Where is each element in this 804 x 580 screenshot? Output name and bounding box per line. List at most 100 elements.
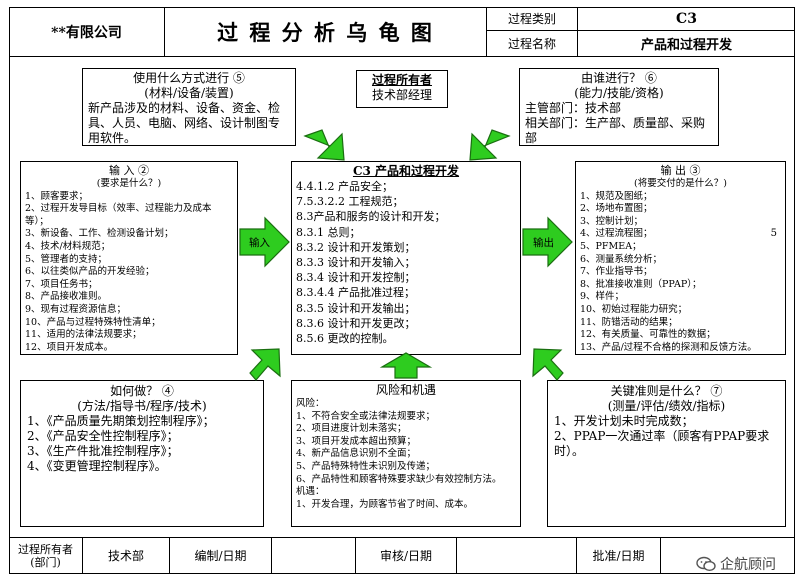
company-name: **有限公司 bbox=[9, 7, 165, 56]
output-item: 3、控制计划； bbox=[580, 215, 644, 227]
footer-prepared-label-text: 编制/日期 bbox=[194, 549, 247, 563]
how-subheading: (方法/指导书/程序/技术) bbox=[77, 399, 207, 413]
risk-item: 6、产品特性和顾客特殊要求缺少有效控制方法。 bbox=[296, 473, 502, 485]
risk-list: 1、不符合安全或法律法规要求；2、项目进度计划未落实；3、项目开发成本超出预算；… bbox=[296, 411, 516, 487]
clause-item: 8.3.6 设计和开发更改； bbox=[296, 316, 416, 330]
output-heading: 输 出 ③ bbox=[660, 164, 701, 177]
owner-box: 过程所有者 技术部经理 bbox=[356, 70, 448, 108]
input-heading: 输 入 ② bbox=[109, 164, 149, 177]
input-item: 9、现有过程资源信息； bbox=[25, 303, 127, 315]
method-heading: 使用什么方式进行 ⑤ bbox=[133, 71, 245, 85]
watermark: 企航顾问 bbox=[696, 554, 776, 574]
header-divider bbox=[9, 56, 795, 57]
footer-approved-label: 批准/日期 bbox=[577, 537, 661, 574]
clause-item: 8.3.3 设计和开发输入； bbox=[296, 256, 416, 270]
page-title: 过 程 分 析 乌 龟 图 bbox=[165, 7, 487, 56]
category-value-text: C3 bbox=[676, 10, 697, 27]
input-item: 2、过程开发导目标（效率、过程能力及成本等）； bbox=[25, 203, 212, 227]
input-item: 6、以往类似产品的开发经验； bbox=[25, 266, 155, 278]
criteria-heading: 关键准则是什么？ ⑦ bbox=[610, 384, 723, 398]
risk-item: 5、产品特殊特性未识别及传递； bbox=[296, 460, 436, 472]
output-stray-number: 5 bbox=[770, 228, 777, 239]
how-list: 1、《产品质量先期策划控制程序》；2、《产品安全性控制程序》；3、《生产件批准控… bbox=[27, 414, 257, 474]
category-label-text: 过程类别 bbox=[507, 12, 556, 26]
clause-item: 7.5.3.2.2 工程规范； bbox=[296, 195, 404, 209]
owner-heading: 过程所有者 bbox=[371, 73, 432, 87]
input-item: 11、适用的法律法规要求； bbox=[25, 329, 142, 341]
risk-heading: 风险和机遇 bbox=[375, 383, 436, 397]
procedure-item: 4、《变更管理控制程序》。 bbox=[27, 459, 167, 473]
watermark-text: 企航顾问 bbox=[720, 557, 776, 573]
clause-item: 8.3.1 总则； bbox=[296, 225, 361, 239]
input-item: 10、产品与过程特殊特性清单； bbox=[25, 316, 161, 328]
criteria-item: 2、PPAP一次通过率（顾客有PPAP要求时）。 bbox=[554, 429, 770, 458]
page-frame bbox=[9, 7, 795, 574]
category-label: 过程类别 bbox=[487, 7, 578, 31]
criteria-item: 1、开发计划未时完成数； bbox=[554, 414, 694, 428]
method-box: 使用什么方式进行 ⑤ (材料/设备/装置) 新产品涉及的材料、设备、资金、检具、… bbox=[82, 68, 296, 146]
clause-item: 4.4.1.2 产品安全； bbox=[296, 180, 393, 193]
output-item: 13、产品/过程不合格的探测和反馈方法。 bbox=[580, 341, 757, 353]
output-item: 2、场地布置图； bbox=[580, 203, 653, 215]
footer-prepared-label: 编制/日期 bbox=[170, 537, 272, 574]
risk-box: 风险和机遇 风险： 1、不符合安全或法律法规要求；2、项目进度计划未落实；3、项… bbox=[291, 380, 521, 527]
who-heading: 由谁进行？ ⑥ bbox=[581, 71, 657, 85]
output-item: 7、作业指导书； bbox=[580, 266, 653, 278]
footer-owner-label: 过程所有者(部门) bbox=[9, 537, 83, 574]
center-box: C3 产品和过程开发 4.4.1.2 产品安全；7.5.3.2.2 工程规范；8… bbox=[291, 161, 521, 355]
procedure-item: 3、《生产件批准控制程序》； bbox=[27, 444, 179, 458]
name-label-text: 过程名称 bbox=[507, 37, 556, 51]
input-item: 7、项目任务书； bbox=[25, 278, 98, 290]
clause-item: 8.3.2 设计和开发策划； bbox=[296, 240, 416, 254]
opportunity-list: 1、开发合理，为顾客节省了时间、成本。 bbox=[296, 499, 516, 512]
footer-owner-label-text: 过程所有者(部门) bbox=[18, 542, 73, 569]
opportunity-item: 1、开发合理，为顾客节省了时间、成本。 bbox=[296, 498, 474, 510]
output-item: 4、过程流程图； bbox=[580, 228, 653, 240]
footer-reviewed-value bbox=[457, 537, 577, 574]
center-heading: C3 产品和过程开发 bbox=[352, 164, 460, 178]
input-item: 4、技术/材料规范； bbox=[25, 240, 111, 252]
opportunity-label: 机遇： bbox=[296, 486, 325, 498]
input-item: 12、项目开发成本。 bbox=[25, 341, 114, 353]
input-item: 3、新设备、工作、检测设备计划； bbox=[25, 228, 174, 240]
input-subheading: (要求是什么？) bbox=[96, 178, 162, 189]
center-list: 4.4.1.2 产品安全； 7.5.3.2.2 工程规范；8.3产品和服务的设计和… bbox=[296, 179, 516, 346]
footer-prepared-value bbox=[272, 537, 356, 574]
company-name-text: **有限公司 bbox=[51, 24, 122, 41]
clause-item: 8.3产品和服务的设计和开发； bbox=[296, 210, 446, 224]
output-item: 5、PFMEA； bbox=[580, 240, 642, 252]
output-box: 输 出 ③ (将要交付的是什么？) 1、规范及图纸；2、场地布置图；3、控制计划… bbox=[575, 161, 786, 355]
clause-item: 8.3.4 设计和开发控制； bbox=[296, 271, 416, 285]
risk-item: 4、新产品信息识别不全面； bbox=[296, 448, 417, 460]
how-box: 如何做？ ④ (方法/指导书/程序/技术) 1、《产品质量先期策划控制程序》；2… bbox=[20, 380, 264, 527]
method-body: 新产品涉及的材料、设备、资金、检具、人员、电脑、网络、设计制图专用软件。 bbox=[88, 101, 281, 145]
footer-owner-value: 技术部 bbox=[83, 537, 170, 574]
footer-reviewed-label-text: 审核/日期 bbox=[379, 549, 433, 563]
clause-item: 8.5.6 更改的控制。 bbox=[296, 332, 394, 346]
footer-owner-value-text: 技术部 bbox=[107, 549, 144, 563]
output-item: 6、测量系统分析； bbox=[580, 253, 663, 265]
how-heading: 如何做？ ④ bbox=[110, 384, 174, 398]
who-box: 由谁进行？ ⑥ (能力/技能/资格) 主管部门：技术部 相关部门：生产部、质量部… bbox=[519, 68, 719, 146]
input-item: 8、产品接收准则。 bbox=[25, 291, 108, 303]
output-subheading: (将要交付的是什么？) bbox=[634, 178, 727, 189]
risk-item: 1、不符合安全或法律法规要求； bbox=[296, 410, 436, 422]
input-item: 1、顾客要求； bbox=[25, 190, 89, 202]
clause-item: 8.3.5 设计和开发输出； bbox=[296, 301, 416, 315]
output-list: 1、规范及图纸；2、场地布置图；3、控制计划；4、过程流程图；5、PFMEA；6… bbox=[580, 191, 781, 355]
risk-label: 风险： bbox=[296, 398, 325, 409]
who-line1: 主管部门：技术部 bbox=[525, 101, 622, 115]
method-subheading: (材料/设备/装置) bbox=[144, 86, 234, 100]
output-item: 12、有关质量、可靠性的数据； bbox=[580, 329, 716, 341]
output-item: 10、初始过程能力研究； bbox=[580, 303, 688, 315]
input-box: 输 入 ② (要求是什么？) 1、顾客要求；2、过程开发导目标（效率、过程能力及… bbox=[20, 161, 238, 355]
wechat-icon bbox=[696, 556, 716, 572]
name-value: 产品和过程开发 bbox=[578, 31, 795, 56]
arrow-output-label: 输出 bbox=[533, 237, 554, 249]
output-item: 9、样件； bbox=[580, 291, 625, 303]
procedure-item: 1、《产品质量先期策划控制程序》； bbox=[27, 414, 215, 428]
output-item: 11、防错活动的结果； bbox=[580, 316, 678, 328]
risk-item: 2、项目进度计划未落实； bbox=[296, 423, 407, 435]
output-item: 1、规范及图纸； bbox=[580, 190, 653, 202]
criteria-subheading: (测量/评估/绩效/指标) bbox=[607, 399, 726, 413]
